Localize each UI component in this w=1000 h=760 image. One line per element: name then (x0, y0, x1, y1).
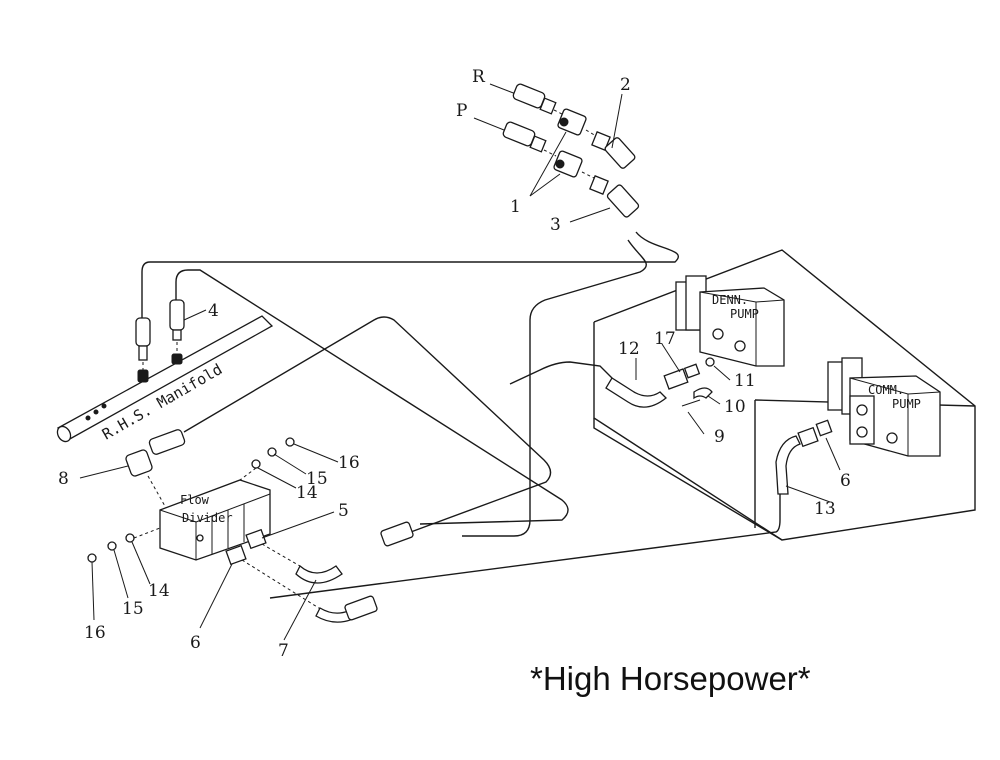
callout-6-pump: 6 (840, 471, 851, 491)
comm-pump: COMM. PUMP (827, 357, 941, 457)
callout-15-right: 15 (306, 469, 328, 489)
callout-11: 11 (734, 371, 756, 391)
callout-13: 13 (814, 499, 836, 519)
callout-16-right: 16 (338, 453, 360, 473)
flow-divider-label-line1: Flow (180, 493, 210, 507)
callout-15-left: 15 (122, 599, 144, 619)
callout-16-left: 16 (84, 623, 106, 643)
hose-line-comm (269, 490, 781, 599)
callout-14-left: 14 (148, 581, 170, 601)
callout-6-divider: 6 (190, 633, 201, 653)
hose-routes (141, 231, 781, 599)
diagram-caption: *High Horsepower* (530, 660, 811, 697)
callout-17: 17 (654, 329, 676, 349)
hose-line-loop (183, 316, 552, 537)
callout-4: 4 (208, 301, 219, 321)
callout-7: 7 (278, 641, 289, 661)
comm-pump-label-line1: COMM. (868, 383, 904, 397)
callout-10: 10 (724, 397, 746, 417)
top-couplers (473, 83, 640, 218)
flow-divider-label-line2: Divider (182, 511, 233, 525)
callout-14-right: 14 (296, 483, 318, 503)
divider-fittings (87, 429, 414, 623)
hose-line-return (141, 231, 679, 318)
callout-leaders (79, 93, 841, 641)
callout-r: R (472, 67, 486, 87)
callout-5: 5 (338, 501, 349, 521)
callout-p: P (456, 101, 467, 121)
callout-8: 8 (58, 469, 69, 489)
callout-9: 9 (714, 427, 725, 447)
callout-labels: R P 1 2 3 4 5 6 6 7 8 9 10 11 12 13 14 1… (58, 67, 851, 661)
callout-3: 3 (550, 215, 561, 235)
rhs-manifold: R.H.S. Manifold (56, 315, 274, 443)
denn-pump-label-line2: PUMP (730, 307, 759, 321)
comm-pump-label-line2: PUMP (892, 397, 921, 411)
callout-12: 12 (618, 339, 640, 359)
hose-line-manifold (175, 269, 569, 525)
denn-pump: DENN. PUMP (675, 275, 785, 367)
manifold-fittings (135, 299, 185, 383)
callout-2: 2 (620, 75, 631, 95)
denn-pump-label-line1: DENN. (712, 293, 748, 307)
pump-fittings (605, 357, 833, 495)
callout-1: 1 (510, 197, 521, 217)
hose-line-denn (509, 361, 613, 385)
hose-line-pressure (462, 239, 647, 537)
